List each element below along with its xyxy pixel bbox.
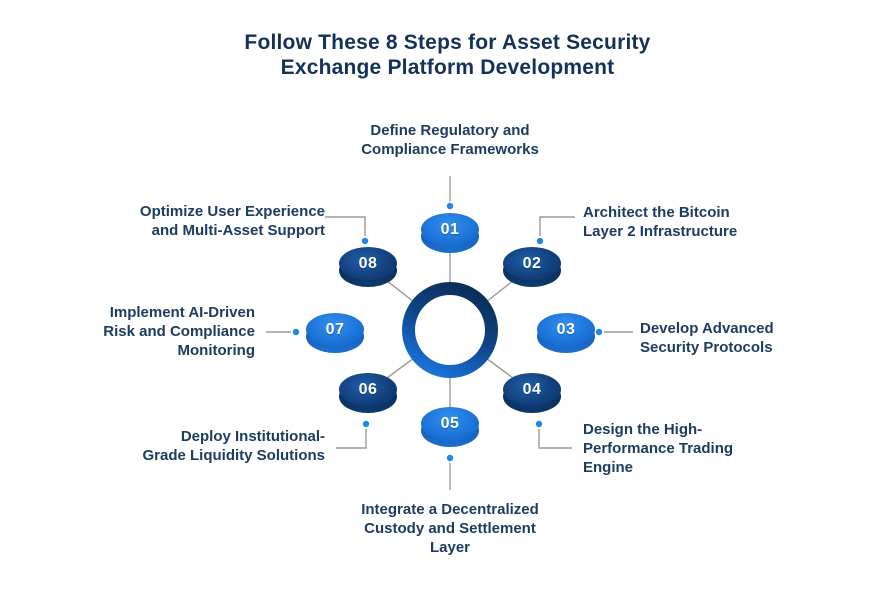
step-label-07: Implement AI-Driven Risk and Compliance … [103,304,255,359]
step-number: 05 [440,414,460,432]
bubble-face: 03 [537,313,595,346]
connector-dot-step5 [446,454,454,462]
center-ring-hole [415,295,485,365]
step-bubble-03: 03 [537,313,595,353]
connector-dot-step2 [536,237,544,245]
center-ring [402,282,498,378]
step-bubble-07: 07 [306,313,364,353]
step-bubble-04: 04 [503,373,561,413]
step-bubble-05: 05 [421,407,479,447]
bubble-face: 07 [306,313,364,346]
step-label-03: Develop Advanced Security Protocols [640,320,774,356]
connector-dot-step7 [292,328,300,336]
bubble-face: 06 [339,373,397,406]
step-number: 04 [522,380,542,398]
step-number: 01 [440,220,460,238]
step-bubble-08: 08 [339,247,397,287]
page-title: Follow These 8 Steps for Asset Security … [244,31,651,79]
bubble-face: 02 [503,247,561,280]
bubble-face: 05 [421,407,479,440]
step-label-05: Integrate a Decentralized Custody and Se… [361,501,539,556]
step-bubble-02: 02 [503,247,561,287]
step-label-04: Design the High- Performance Trading Eng… [583,421,734,476]
connector-line-step8 [325,216,366,236]
connector-dot-step8 [361,237,369,245]
step-number: 08 [358,254,378,272]
step-number: 02 [522,254,542,272]
step-label-08: Optimize User Experience and Multi-Asset… [139,203,325,239]
step-number: 03 [556,320,576,338]
connector-line-step4 [538,429,572,449]
bubble-face: 04 [503,373,561,406]
step-bubble-06: 06 [339,373,397,413]
connector-line-step6 [336,429,367,449]
bubble-face: 01 [421,213,479,246]
step-label-01: Define Regulatory and Compliance Framewo… [361,122,539,158]
step-bubble-01: 01 [421,213,479,253]
step-number: 06 [358,380,378,398]
connector-line-step2 [539,216,575,236]
connector-dot-step3 [595,328,603,336]
step-label-02: Architect the Bitcoin Layer 2 Infrastruc… [583,204,738,240]
bubble-face: 08 [339,247,397,280]
connector-dot-step6 [362,420,370,428]
step-number: 07 [325,320,345,338]
connector-dot-step1 [446,202,454,210]
connector-dot-step4 [535,420,543,428]
step-label-06: Deploy Institutional- Grade Liquidity So… [142,428,325,464]
